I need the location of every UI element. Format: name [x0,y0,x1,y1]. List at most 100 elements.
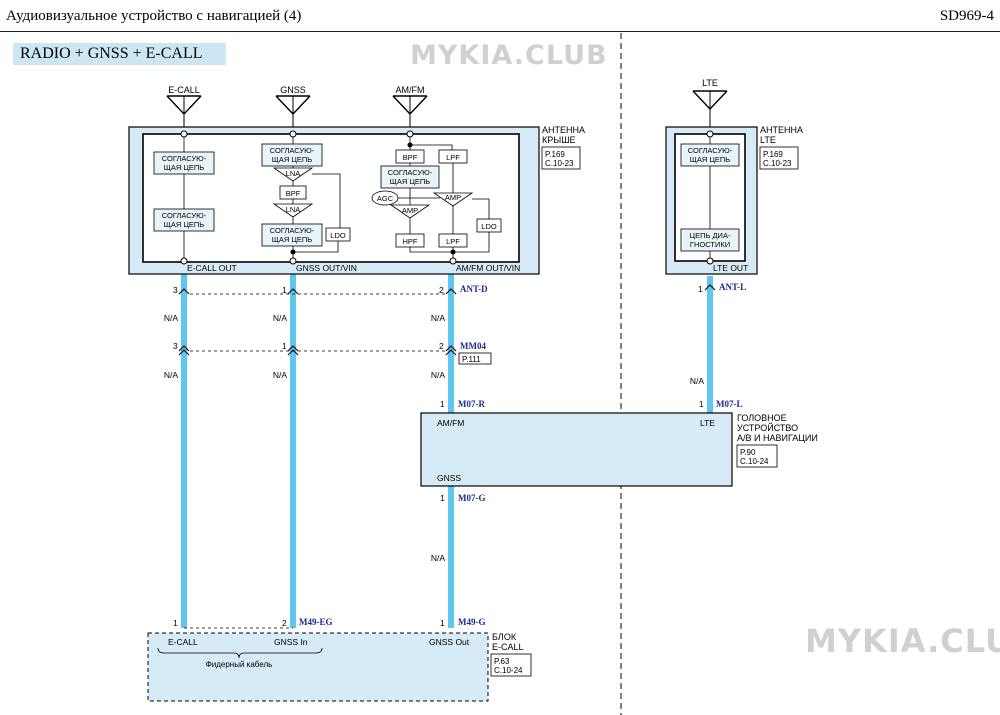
antenna-symbol-amfm: AM/FM [392,85,428,128]
roof-ecall-match2-l2: ЩАЯ ЦЕПЬ [164,220,204,229]
wire-gnss [290,272,296,628]
pin-m49eg-gnss: 2 [282,618,287,628]
head-unit-amfm: AM/FM [437,418,464,428]
ecall-unit-ref-code: C.10-24 [494,666,523,675]
lte-match-l2: ЩАЯ ЦЕПЬ [690,155,730,164]
wire-label-ecall-1: N/A [164,313,179,323]
head-unit-ref-page: P.90 [740,448,756,457]
connector-ant-d: 3 1 2 ANT-D [173,284,488,295]
lte-antenna-ref-page: P.169 [763,150,783,159]
connector-mm04-label: MM04 [460,341,486,351]
connector-m07r-label: M07-R [458,399,485,409]
lte-antenna-ref-code: C.10-23 [763,159,792,168]
wire-label-amfm-2: N/A [431,370,446,380]
roof-antenna: АНТЕННА КРЫШЕ P.169 C.10-23 СОГЛАСУЮ- ЩА… [128,125,585,275]
roof-gnss-match1-l2: ЩАЯ ЦЕПЬ [272,155,312,164]
head-unit-gnss: GNSS [437,473,461,483]
roof-ecall-match1-l2: ЩАЯ ЦЕПЬ [164,163,204,172]
ecall-unit-name-1: БЛОК [492,632,517,642]
wire-label-gnss-2: N/A [273,370,288,380]
roof-amfm-ldo: LDO [481,222,497,231]
connector-m49eg-label: M49-EG [299,617,333,627]
antenna-label-amfm: AM/FM [396,85,425,95]
roof-amfm-match-l2: ЩАЯ ЦЕПЬ [390,177,430,186]
roof-gnss-match1-l1: СОГЛАСУЮ- [270,146,315,155]
ecall-unit-feeder: Фидерный кабель [206,660,273,669]
pin-ant-d-gnss: 1 [282,285,287,295]
ecall-unit-name-2: E-CALL [492,642,524,652]
antenna-label-lte: LTE [702,78,718,88]
watermark-top: MYKIA.CLUB [410,40,608,71]
wire-label-lte: N/A [690,376,705,386]
roof-out-gnss: GNSS OUT/VIN [296,263,357,273]
pin-m49g: 1 [440,618,445,628]
connector-m07l-label: M07-L [716,399,743,409]
roof-gnss-ldo: LDO [330,231,346,240]
lte-diag-l2: ГНОСТИКИ [690,240,730,249]
connector-mm04-ref: P.111 [462,355,481,364]
lte-antenna-name-2: LTE [760,135,776,145]
roof-antenna-ref-code: C.10-23 [545,159,574,168]
wire-label-gnss-1: N/A [273,313,288,323]
lte-match-l1: СОГЛАСУЮ- [688,146,733,155]
pin-mm04-amfm: 2 [439,341,444,351]
roof-amfm-amp1: AMP [445,193,461,202]
head-unit-ref-code: C.10-24 [740,457,769,466]
ecall-unit-ecall: E-CALL [168,637,198,647]
roof-amfm-agc: AGC [377,194,394,203]
connector-ant-d-label: ANT-D [460,284,488,294]
roof-ecall-match1-l1: СОГЛАСУЮ- [162,154,207,163]
section-label: RADIO + GNSS + E-CALL [13,43,226,65]
roof-antenna-name-2: КРЫШЕ [542,135,575,145]
antenna-label-gnss: GNSS [280,85,306,95]
wire-label-ecall-2: N/A [164,370,179,380]
ecall-unit-gnss-in: GNSS In [274,637,308,647]
head-unit-name-3: А/В И НАВИГАЦИИ [737,433,818,443]
head-unit-name-2: УСТРОЙСТВО [737,422,798,433]
pin-mm04-gnss: 1 [282,341,287,351]
connector-ant-l: 1 ANT-L [698,282,746,294]
ecall-unit-gnss-out: GNSS Out [429,637,470,647]
page-code: SD969-4 [939,8,994,24]
lte-out: LTE OUT [713,263,748,273]
pin-m07r-amfm: 1 [440,399,445,409]
ecall-unit-ref-page: P.63 [494,657,510,666]
antenna-symbol-gnss: GNSS [275,85,311,128]
pin-ant-l: 1 [698,284,703,294]
antenna-label-ecall: E-CALL [168,85,200,95]
roof-antenna-name-1: АНТЕННА [542,125,585,135]
pin-m07r-lte: 1 [699,399,704,409]
lte-antenna-name-1: АНТЕННА [760,125,803,135]
watermark-bottom: MYKIA.CLUB [805,622,1000,660]
wire-label-gnss-head: N/A [431,553,446,563]
head-unit-name-1: ГОЛОВНОЕ [737,413,787,423]
roof-out-ecall: E-CALL OUT [187,263,237,273]
roof-gnss-lna1: LNA [286,169,301,178]
roof-ecall-match2-l1: СОГЛАСУЮ- [162,211,207,220]
page-title: Аудиовизуальное устройство с навигацией … [6,8,302,24]
connector-m49g-label: M49-G [458,617,486,627]
pin-mm04-ecall: 3 [173,341,178,351]
wire-amfm [448,272,454,413]
roof-gnss-match2-l1: СОГЛАСУЮ- [270,226,315,235]
roof-amfm-match-l1: СОГЛАСУЮ- [388,168,433,177]
wire-ecall [181,272,187,628]
connector-m07g-label: M07-G [458,493,486,503]
page-header: Аудиовизуальное устройство с навигацией … [0,0,1000,32]
connector-ant-l-label: ANT-L [719,282,746,292]
connector-mm04: 3 1 2 MM04 P.111 [173,341,492,365]
roof-amfm-hpf: HPF [403,237,418,246]
roof-out-amfm: AM/FM OUT/VIN [456,263,520,273]
section-label-text: RADIO + GNSS + E-CALL [20,45,203,62]
ecall-unit: 1 2 M49-EG 1 M49-G E-CALL GNSS In GNSS O… [147,617,532,702]
head-unit: 1 M07-R 1 M07-L AM/FM LTE GNSS ГОЛОВНОЕ … [420,399,818,503]
antenna-symbol-lte: LTE [692,78,728,128]
lte-diag-l1: ЦЕПЬ ДИА- [690,231,731,240]
roof-gnss-bpf: BPF [286,189,301,198]
roof-amfm-amp2: AMP [402,206,418,215]
wire-harness [181,272,713,628]
pin-ant-d-amfm: 2 [439,285,444,295]
wire-gnss-head [448,486,454,628]
roof-gnss-match2-l2: ЩАЯ ЦЕПЬ [272,235,312,244]
